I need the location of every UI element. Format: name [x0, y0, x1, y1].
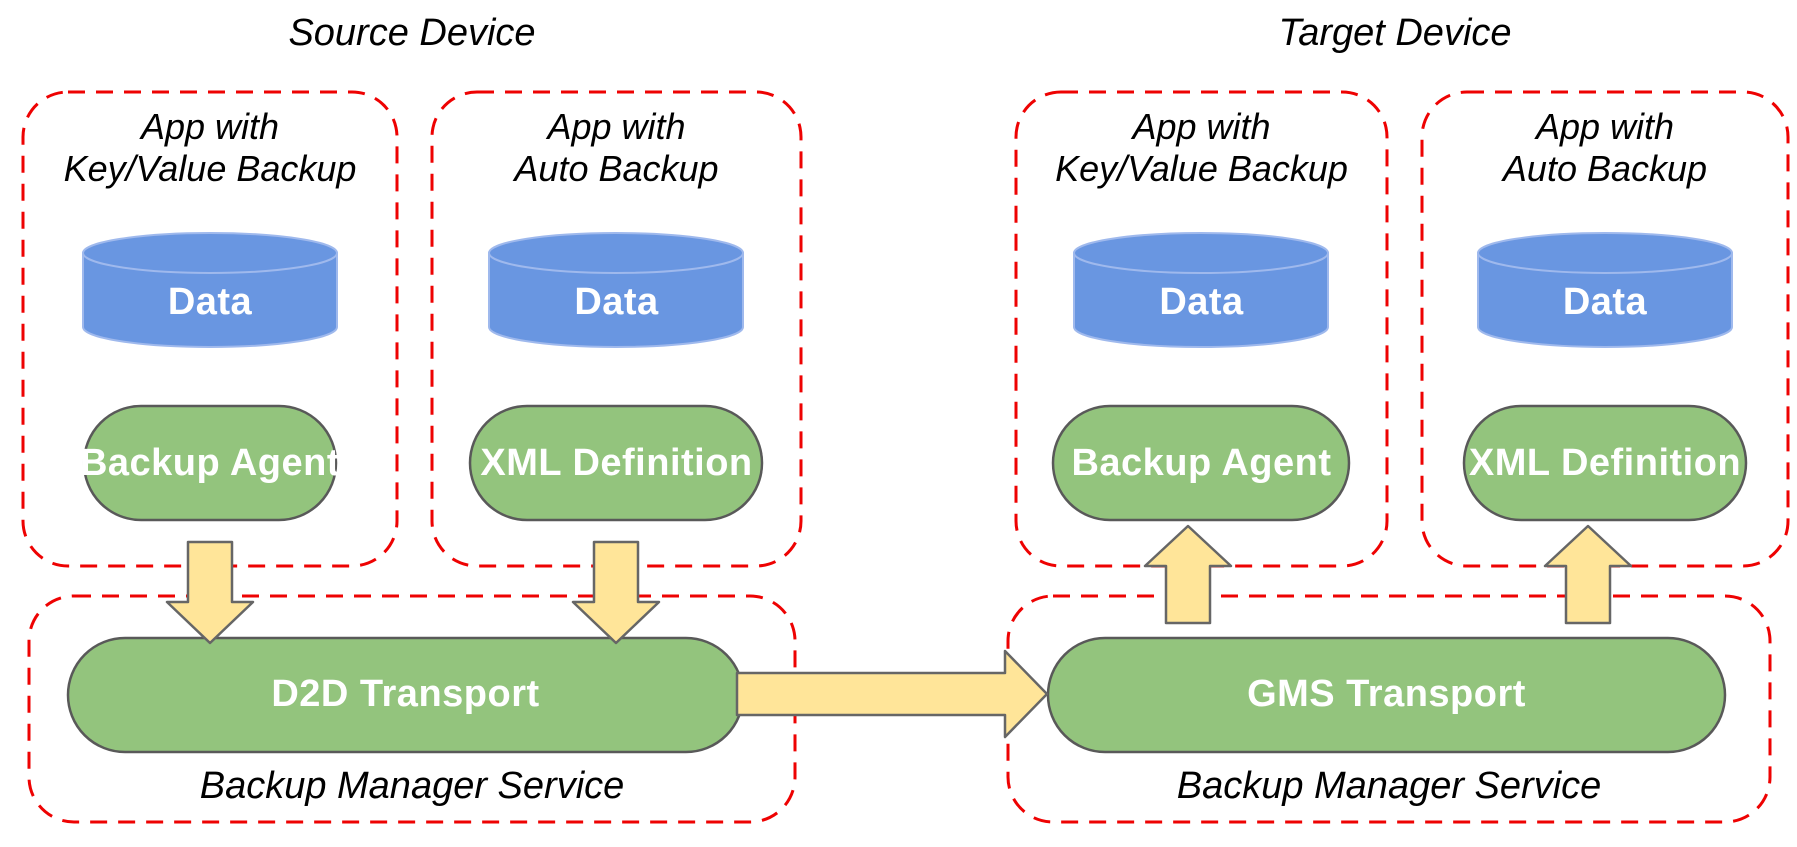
backup-agent-pill-target [1051, 404, 1351, 522]
data-label: Data [574, 281, 659, 323]
data-label: Data [1159, 281, 1244, 323]
app-label-target-auto: App with Auto Backup [1422, 106, 1788, 190]
xml-definition-pill-source [468, 404, 764, 522]
app-label-source-auto: App with Auto Backup [432, 106, 801, 190]
xml-definition-label: XML Definition [480, 442, 753, 484]
down-arrow-icon [571, 540, 661, 645]
app-label-line1: App with [1132, 106, 1271, 147]
data-cylinder-icon [1477, 232, 1733, 348]
backup-agent-pill-source [82, 404, 338, 522]
target-device-title: Target Device [1278, 12, 1512, 54]
app-label-target-keyvalue: App with Key/Value Backup [1016, 106, 1387, 190]
xml-definition-pill-target [1462, 404, 1748, 522]
source-device-title: Source Device [288, 12, 536, 54]
app-label-line1: App with [547, 106, 686, 147]
app-box-outline-source-keyvalue [21, 90, 399, 568]
backup-agent-label: Backup Agent [79, 442, 341, 484]
down-arrow-icon [165, 540, 255, 645]
app-box-outline-target-keyvalue [1014, 90, 1389, 568]
app-label-line1: App with [1535, 106, 1675, 147]
data-cylinder-icon [1073, 232, 1329, 348]
backup-manager-box-outline-target [1006, 594, 1772, 824]
d2d-transport-label: D2D Transport [271, 673, 540, 715]
xml-definition-label: XML Definition [1468, 442, 1742, 484]
gms-transport-pill [1046, 636, 1727, 754]
data-cylinder-icon [488, 232, 744, 348]
data-label: Data [167, 281, 253, 323]
app-label-line2: Auto Backup [514, 148, 719, 189]
backup-agent-label: Backup Agent [1071, 442, 1332, 484]
app-label-line2: Key/Value Backup [63, 148, 357, 189]
app-label-line1: App with [140, 106, 280, 147]
backup-manager-service-label: Backup Manager Service [199, 765, 625, 807]
app-label-line2: Key/Value Backup [1055, 148, 1348, 189]
app-label-source-keyvalue: App with Key/Value Backup [23, 106, 397, 190]
gms-transport-label: GMS Transport [1247, 673, 1526, 715]
up-arrow-icon [1543, 524, 1633, 625]
backup-manager-service-label: Backup Manager Service [1176, 765, 1602, 807]
data-label: Data [1562, 281, 1648, 323]
up-arrow-icon [1143, 524, 1233, 625]
app-box-outline-source-auto [430, 90, 803, 568]
right-arrow-icon [735, 649, 1049, 739]
data-cylinder-icon [82, 232, 338, 348]
app-label-line2: Auto Backup [1502, 148, 1708, 189]
